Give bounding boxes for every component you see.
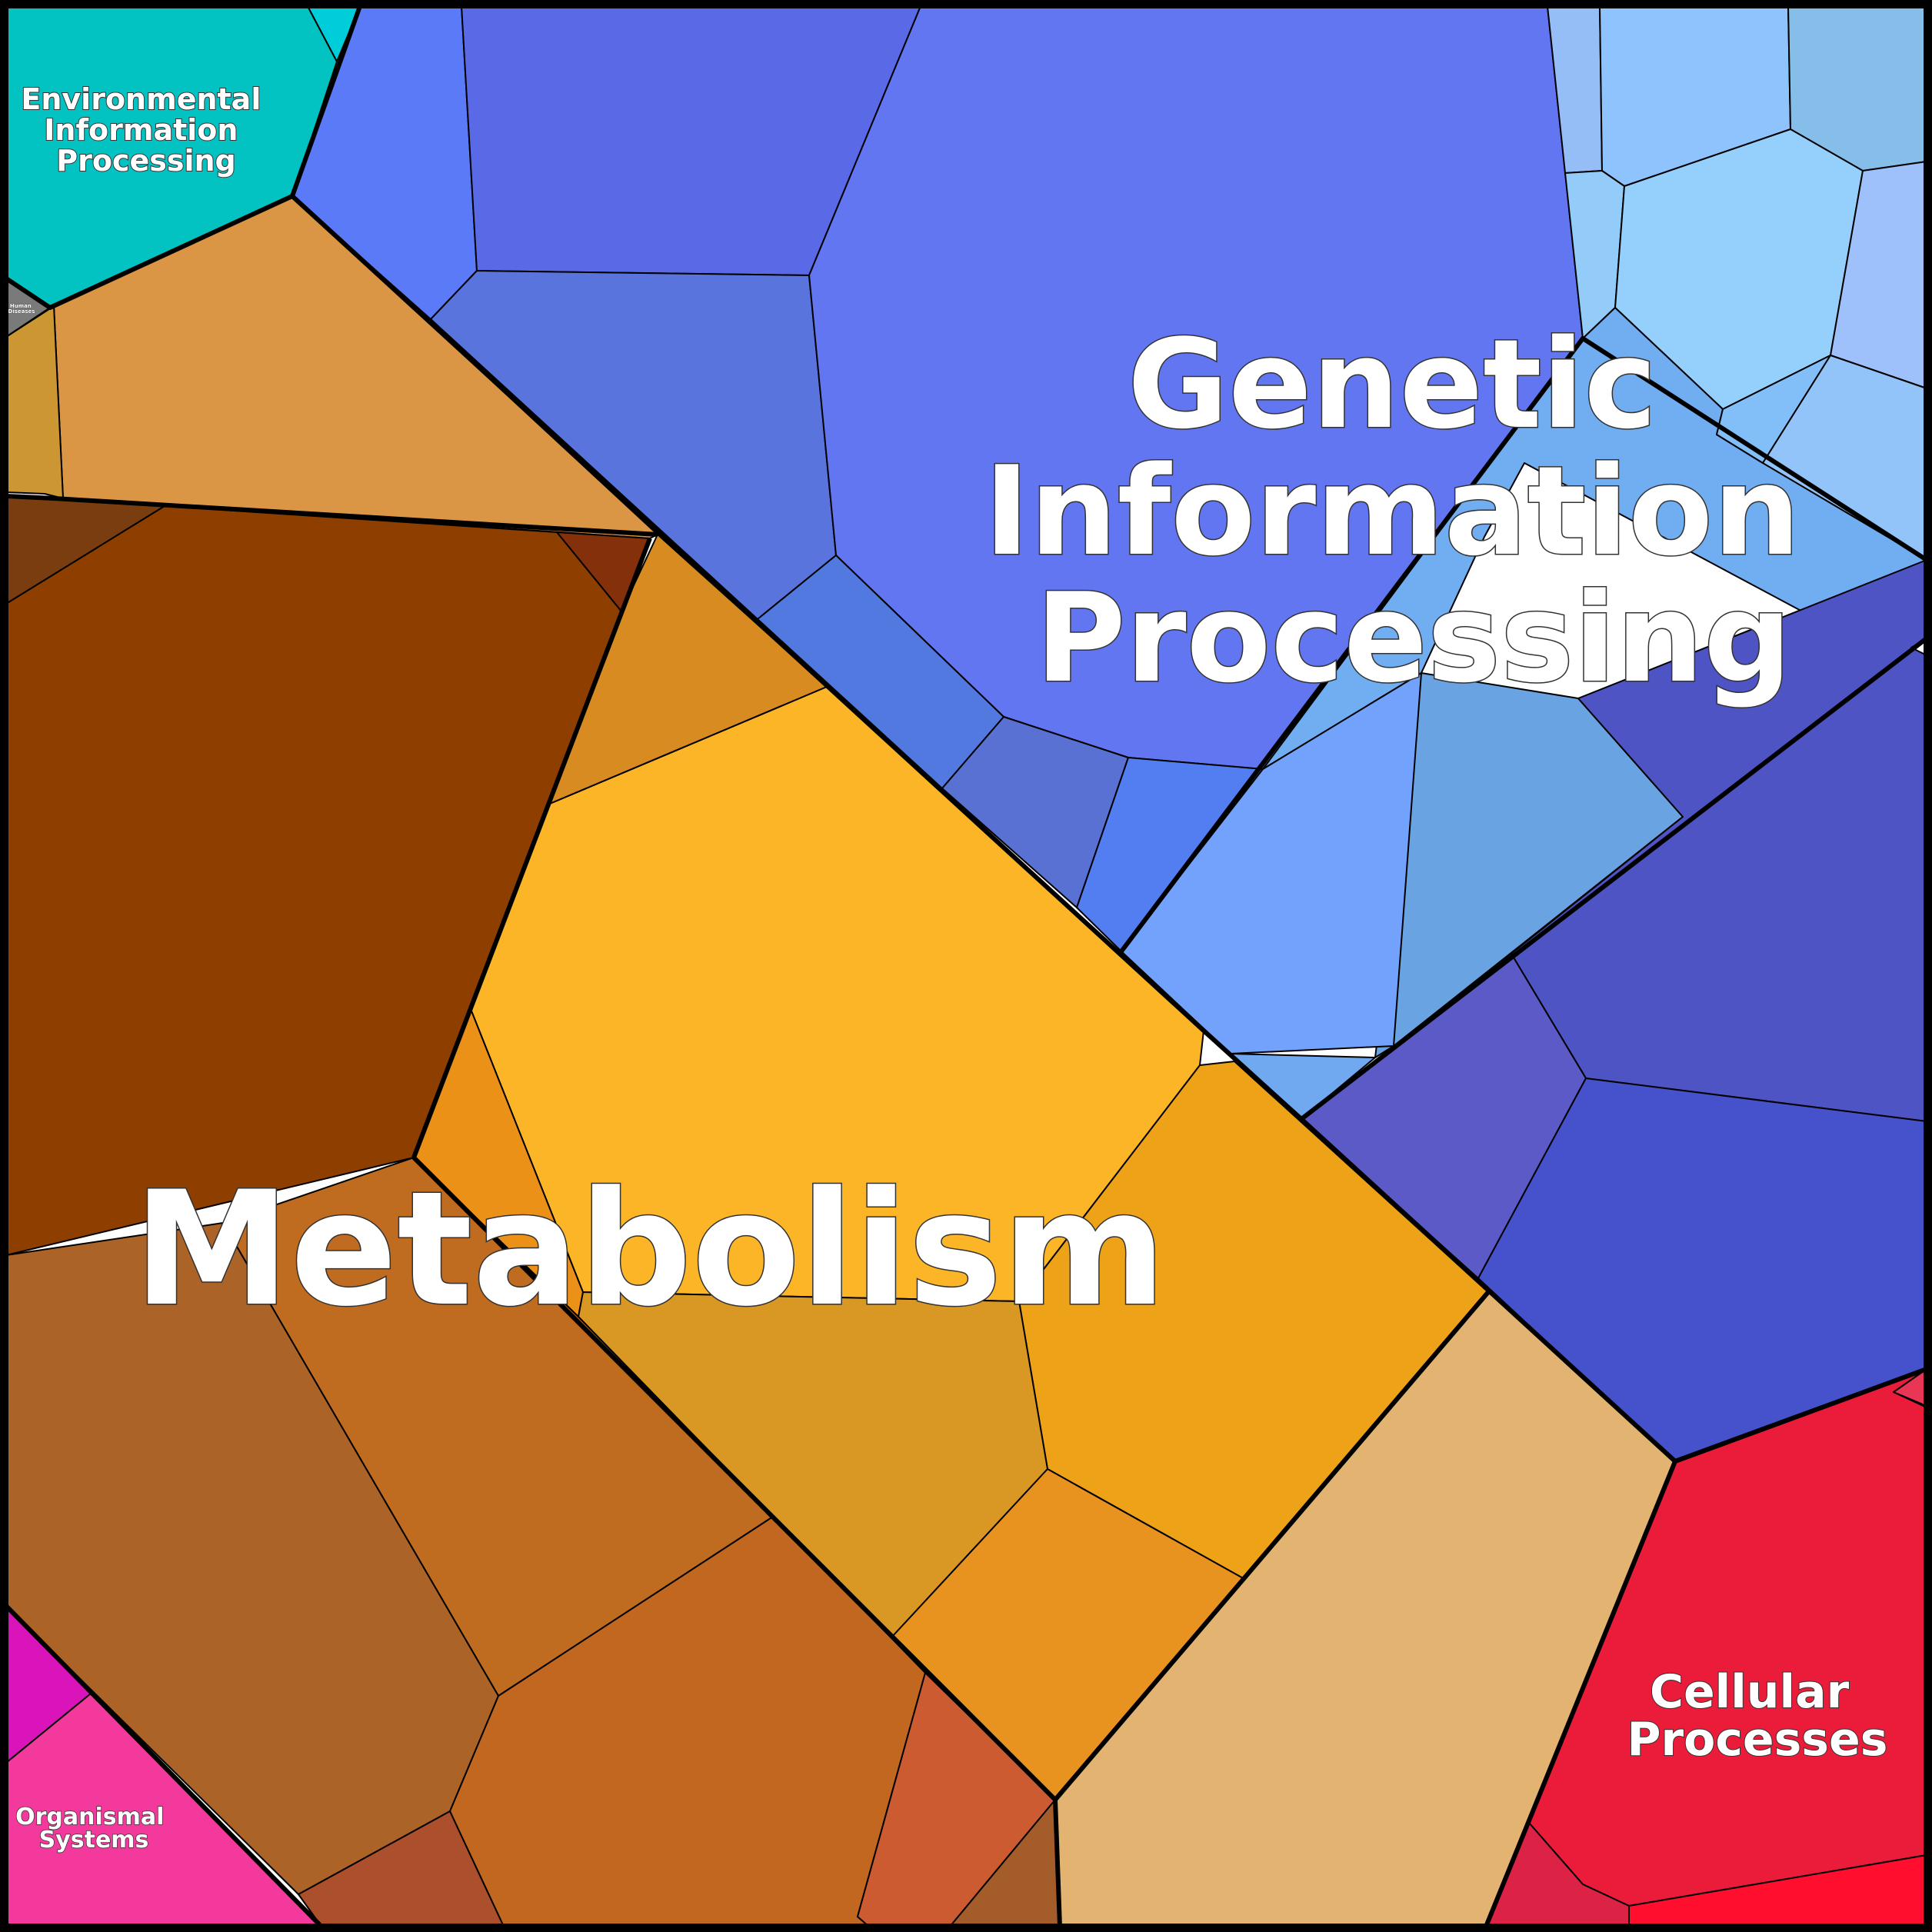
label-environmental: Environmental Information Processing	[21, 82, 271, 178]
border-genetic-inner	[1119, 336, 1928, 953]
border-metabolism-inner	[411, 537, 652, 1159]
border-brown-division	[5, 494, 658, 537]
border-environmental	[5, 5, 362, 310]
label-cellular: Cellular Processes	[1627, 1665, 1888, 1767]
label-metabolism: Metabolism	[133, 1158, 1166, 1341]
label-organismal: Organismal Systems	[15, 1804, 172, 1854]
border-metabolism-organismal	[4, 1604, 324, 1929]
border-metabolism-cellular	[1484, 1460, 1677, 1928]
labels: Metabolism Genetic Information Processin…	[8, 82, 1888, 1854]
border-genetic-right	[1300, 636, 1928, 1121]
border-light-tan	[1053, 1291, 1491, 1801]
genetic-group	[291, 5, 1927, 1462]
category-borders	[4, 5, 1928, 1929]
organismal-group	[5, 1605, 322, 1927]
metabolism-cell-ochre-left[interactable]	[5, 305, 64, 499]
label-genetic: Genetic Information Processing	[984, 312, 1843, 710]
metabolism-group	[5, 195, 1676, 1927]
cellular-group	[1485, 1368, 1927, 1927]
label-human-diseases: Human Diseases	[8, 303, 35, 315]
